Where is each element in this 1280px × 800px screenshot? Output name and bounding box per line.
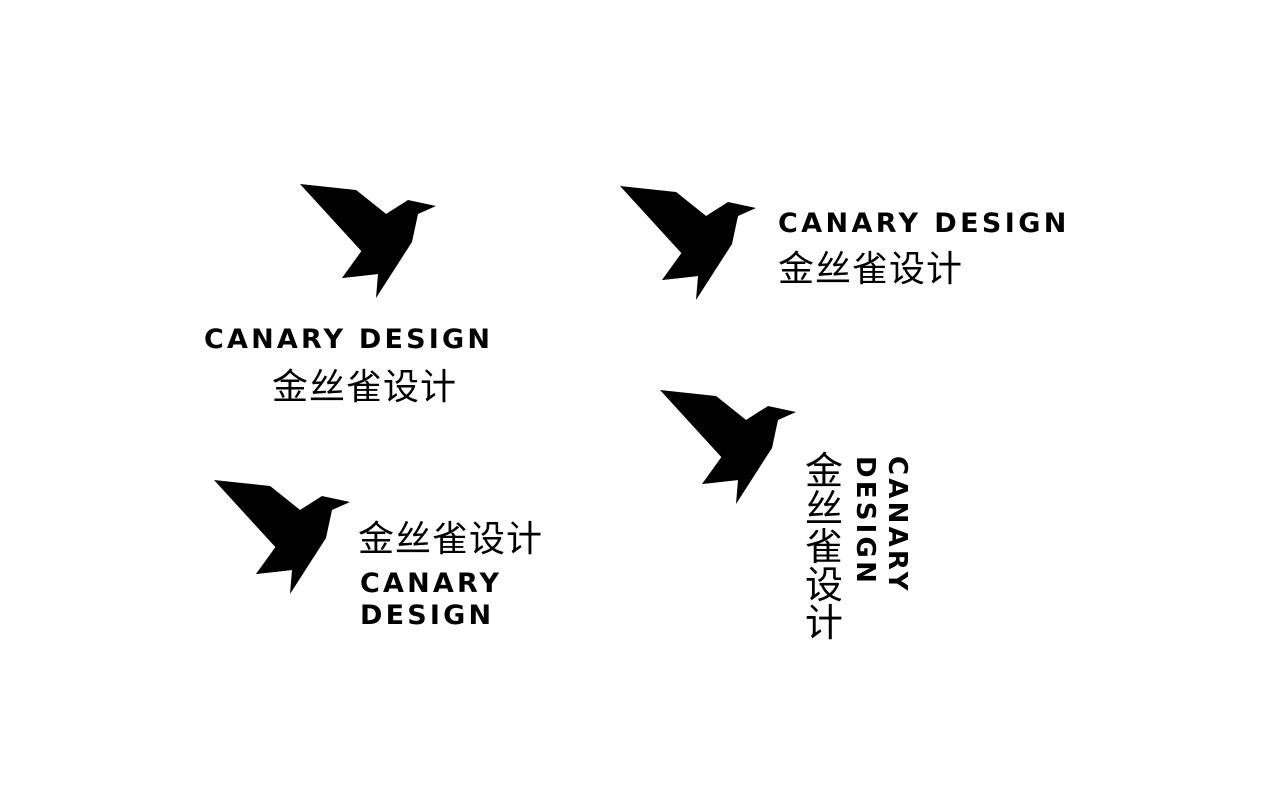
brand-char-zh: 计 — [804, 601, 843, 645]
brand-name-en-line1-vertical: CANARY — [882, 456, 912, 594]
brand-name-en-line1: CANARY — [360, 568, 503, 599]
lockup-horizontal-compact: 金丝雀设计 CANARY DESIGN — [212, 478, 582, 638]
brand-name-en-line2-vertical: DESIGN — [850, 456, 880, 587]
lockup-horizontal: CANARY DESIGN 金丝雀设计 — [618, 184, 1138, 304]
brand-char-zh: 设 — [804, 563, 843, 607]
brand-name-zh: 金丝雀设计 — [358, 519, 544, 560]
brand-name-en-line2: DESIGN — [360, 600, 495, 631]
brand-name-en: CANARY DESIGN — [778, 208, 1070, 239]
origami-bird-icon — [300, 184, 436, 298]
brand-char-zh: 丝 — [804, 487, 843, 531]
origami-bird-icon — [620, 186, 756, 300]
brand-char-zh: 雀 — [804, 525, 843, 569]
brand-name-zh: 金丝雀设计 — [272, 367, 458, 408]
brand-name-zh: 金丝雀设计 — [778, 249, 964, 290]
origami-bird-icon — [214, 480, 350, 594]
brand-name-en: CANARY DESIGN — [204, 324, 494, 355]
brand-char-zh: 金 — [804, 449, 843, 493]
lockup-stacked-centered: CANARY DESIGN 金丝雀设计 — [200, 182, 560, 412]
origami-bird-icon — [660, 390, 796, 504]
lockup-vertical: 金 丝 雀 设 计 CANARY DESIGN — [658, 388, 918, 668]
brand-name-zh-vertical: 金 丝 雀 设 计 — [802, 452, 846, 642]
